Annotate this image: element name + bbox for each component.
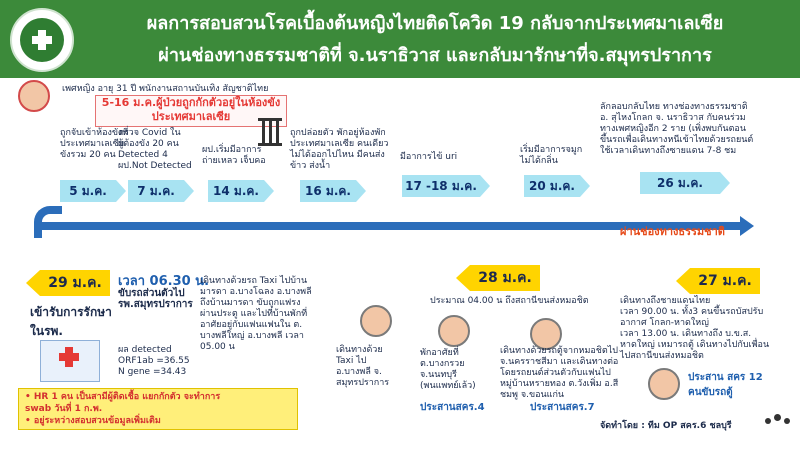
lab-time: เวลา 06.30 น. bbox=[118, 274, 210, 289]
jail-icon bbox=[258, 118, 282, 146]
detention-callout: 5-16 ม.ค.ผู้ป่วยถูกกักตัวอยู่ในห้องขัง ป… bbox=[95, 95, 287, 127]
note-jan16: ถูกปล่อยตัว พักอยู่ห้องพัก ประเทศมาเลเซี… bbox=[290, 128, 389, 171]
date-jan16: 16 ม.ค. bbox=[300, 180, 366, 202]
warning-box: • HR 1 คน เป็นสามีผู้ติดเชื้อ แยกกักตัว … bbox=[18, 388, 298, 430]
date-jan17-18: 17 -18 ม.ค. bbox=[402, 175, 490, 197]
header-bar: ผลการสอบสวนโรคเบื้องต้นหญิงไทยติดโควิด 1… bbox=[0, 0, 800, 78]
patient-avatar bbox=[18, 80, 50, 112]
bus-note: ประมาณ 04.00 น ถึงสถานีขนส่งหมอชิต bbox=[430, 296, 589, 306]
hospital-icon bbox=[40, 340, 100, 382]
patient-info: เพศหญิง อายุ 31 ปี พนักงานสถานบันเทิง สั… bbox=[62, 84, 269, 94]
note-jan7: ตรวจ Covid ใน ผู้ต้องขัง 20 คน Detected … bbox=[118, 128, 192, 171]
note-jan5: ถูกจับเข้าห้องขังที่ ประเทศมาเลเซีย ขังร… bbox=[60, 128, 129, 160]
timeline-curve bbox=[34, 206, 62, 238]
note-jan26: ลักลอบกลับไทย ทางช่องทางธรรมชาติ อ. สุไห… bbox=[600, 102, 754, 156]
callout-text: 5-16 ม.ค.ผู้ป่วยถูกกักตัวอยู่ในห้องขัง ป… bbox=[101, 96, 281, 123]
team-icon bbox=[765, 414, 791, 430]
page-title-line2: ผ่านช่องทางธรรมชาติที่ จ.นราธิวาส และกลั… bbox=[158, 45, 712, 66]
person3-label: ประสานสคร.7 bbox=[530, 402, 595, 413]
date-jan7: 7 ม.ค. bbox=[128, 180, 194, 202]
driver-avatar bbox=[648, 368, 680, 400]
person3-avatar bbox=[530, 318, 562, 350]
warning-line2: swab วันที่ 1 ก.พ. bbox=[25, 404, 103, 414]
person-taxi-avatar bbox=[360, 305, 392, 337]
page-title-line1: ผลการสอบสวนโรคเบื้องต้นหญิงไทยติดโควิด 1… bbox=[146, 13, 724, 34]
person2-label: ประสานสคร.4 bbox=[420, 402, 485, 413]
date-jan29: 29 ม.ค. bbox=[26, 270, 110, 296]
note-jan17-18: มีอาการไข้ uri bbox=[400, 152, 458, 162]
date-jan20: 20 ม.ค. bbox=[524, 175, 590, 197]
date-jan28: 28 ม.ค. bbox=[456, 265, 540, 291]
lab-result: ผล detected ORF1ab =36.55 N gene =34.43 bbox=[118, 345, 190, 377]
person2-avatar bbox=[438, 315, 470, 347]
warning-line3: • อยู่ระหว่างสอบสวนข้อมูลเพิ่มเติม bbox=[25, 416, 161, 426]
border-travel-note: เดินทางถึงชายแดนไทย เวลา 90.00 น. ทั้ง3 … bbox=[620, 296, 770, 361]
admitted-text: เข้ารับการรักษา ในรพ. bbox=[30, 305, 112, 338]
timeline-label: ผ่านช่องทางธรรมชาติ bbox=[620, 225, 725, 238]
date-jan26: 26 ม.ค. bbox=[640, 172, 730, 194]
date-jan5: 5 ม.ค. bbox=[60, 180, 126, 202]
taxi-note: เดินทางด้วยรถ Taxi ไปบ้าน มารดา อ.บางโฉล… bbox=[200, 276, 312, 352]
lab-action: ขับรถส่วนตัวไป รพ.สมุทรปราการ bbox=[118, 288, 193, 310]
note-jan20: เริ่มมีอาการจมูก ไม่ได้กลิ่น bbox=[520, 145, 583, 166]
taxi-person-note: เดินทางด้วย Taxi ไป อ.บางพลี จ. สมุทรปรา… bbox=[336, 345, 390, 388]
person3-note: เดินทางด้วยรถตู้จากหมอชิตไป จ.นครราชสีมา… bbox=[500, 346, 619, 400]
date-jan27: 27 ม.ค. bbox=[676, 268, 760, 294]
person2-note: พักอาศัยที่ ต.บางกรวย จ.นนทบุรี (พนแพทย์… bbox=[420, 348, 476, 391]
timeline-arrow bbox=[40, 216, 754, 236]
ministry-logo-icon bbox=[10, 8, 74, 72]
warning-line1: • HR 1 คน เป็นสามีผู้ติดเชื้อ แยกกักตัว … bbox=[25, 392, 221, 402]
note-jan14: ผป.เริ่มมีอาการ ถ่ายเหลว เจ็บคอ bbox=[202, 145, 266, 166]
driver-label: ประสาน สคร 12 คนขับรถตู้ bbox=[688, 372, 763, 398]
date-jan14: 14 ม.ค. bbox=[208, 180, 274, 202]
credit-text: จัดทำโดย : ทีม OP สคร.6 ชลบุรี bbox=[600, 421, 732, 431]
